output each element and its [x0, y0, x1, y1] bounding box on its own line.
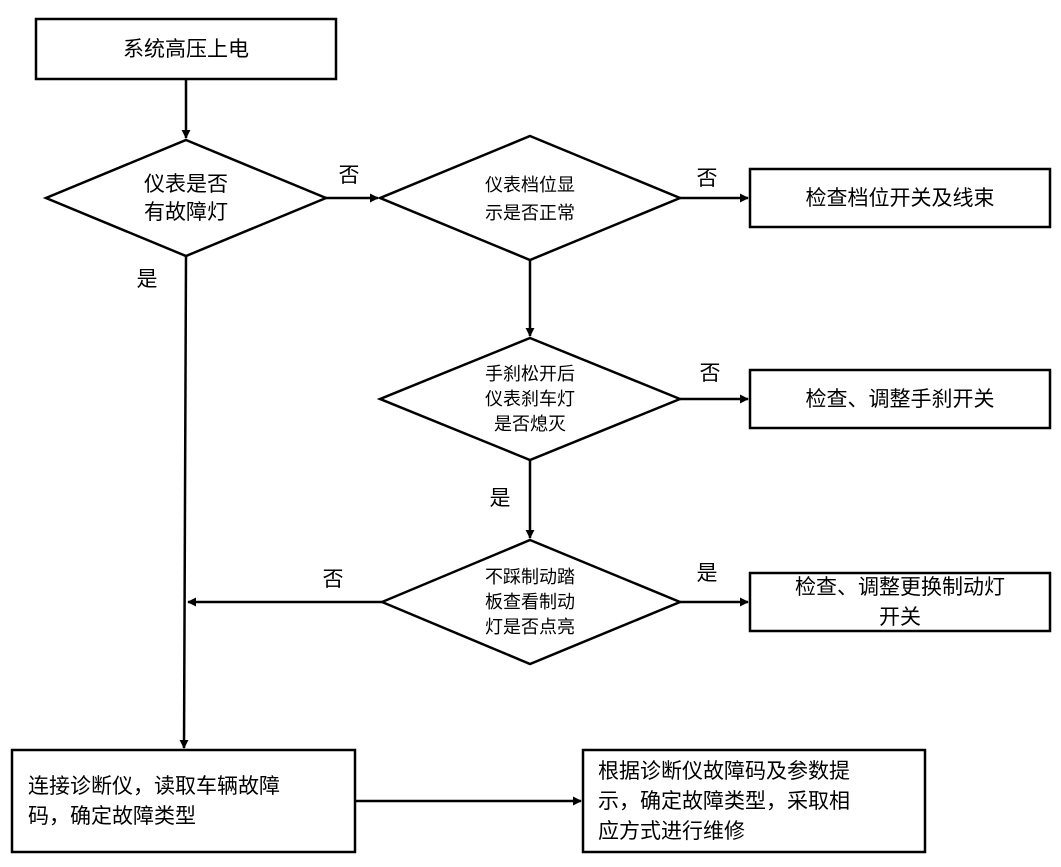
diagnose-box [10, 748, 357, 854]
label-brake-no: 否 [323, 567, 344, 591]
text-line: 检查、调整手刹开关 [806, 387, 995, 411]
label-fault-no: 否 [339, 163, 360, 187]
text-line: 板查看制动 [485, 592, 575, 613]
handbrake-text: 手刹松开后仪表刹车灯是否熄灭 [485, 364, 575, 435]
label-fault-yes: 是 [137, 267, 158, 291]
check-gear-switch-box [748, 167, 1052, 229]
fault-light-decision [42, 138, 330, 258]
text-line: 应方式进行维修 [598, 819, 745, 843]
check-brake-switch-box [748, 571, 1052, 633]
text-line: 检查档位开关及线束 [806, 186, 995, 210]
text-line: 仪表是否 [144, 172, 228, 196]
label-brake-yes: 是 [697, 561, 718, 585]
text-line: 连接诊断仪，读取车辆故障 [28, 774, 280, 798]
label-handbrake-yes: 是 [490, 486, 511, 510]
repair-box [581, 748, 927, 854]
repair-text: 根据诊断仪故障码及参数提示，确定故障类型，采取相应方式进行维修 [598, 759, 850, 843]
text-line: 手刹松开后 [485, 364, 575, 385]
text-line: 仪表档位显 [485, 175, 575, 196]
text-line: 示，确定故障类型，采取相 [598, 789, 850, 813]
label-gear-no: 否 [697, 166, 718, 190]
check-gear-switch-text: 检查档位开关及线束 [806, 186, 995, 210]
fault-light-text: 仪表是否有故障灯 [144, 172, 228, 224]
gear-display-text: 仪表档位显示是否正常 [485, 175, 575, 224]
text-line: 不踩制动踏 [485, 567, 575, 588]
text-line: 根据诊断仪故障码及参数提 [598, 759, 850, 783]
brake-light-decision [378, 538, 684, 666]
diagnose-text: 连接诊断仪，读取车辆故障码，确定故障类型 [28, 774, 280, 828]
power-on-box [34, 17, 338, 81]
check-brake-switch-text: 检查、调整更换制动灯开关 [795, 575, 1005, 629]
text-line: 码，确定故障类型 [28, 804, 196, 828]
text-line: 仪表刹车灯 [485, 389, 575, 410]
edge-fault-to-diagnose [179, 255, 189, 749]
text-line: 系统高压上电 [123, 37, 249, 61]
text-line: 开关 [879, 605, 921, 629]
text-line: 是否熄灭 [494, 414, 566, 435]
brake-light-text: 不踩制动踏板查看制动灯是否点亮 [485, 567, 575, 638]
power-on-text: 系统高压上电 [123, 37, 249, 61]
check-handbrake-text: 检查、调整手刹开关 [806, 387, 995, 411]
text-line: 检查、调整更换制动灯 [795, 575, 1005, 599]
gear-display-decision [376, 134, 684, 262]
text-line: 灯是否点亮 [485, 617, 575, 638]
check-handbrake-box [748, 368, 1052, 430]
text-line: 示是否正常 [485, 203, 575, 224]
text-line: 有故障灯 [144, 200, 228, 224]
label-handbrake-no: 否 [700, 361, 721, 385]
